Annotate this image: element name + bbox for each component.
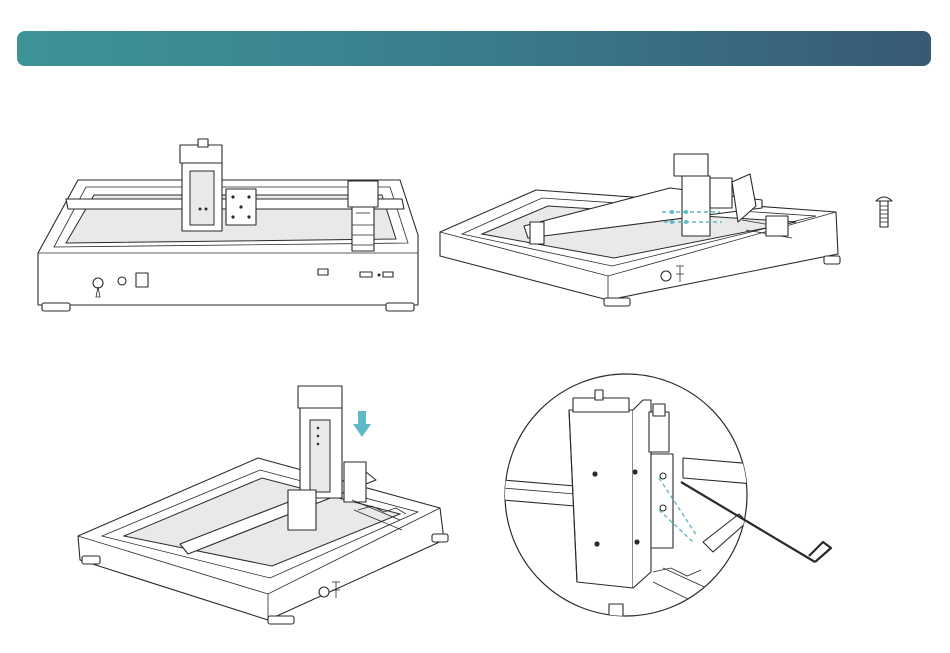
illustration-hex-key-closeup	[503, 372, 838, 622]
illustration-mount-alignment	[432, 150, 847, 320]
down-arrow-icon	[353, 411, 371, 437]
illustration-module-insert	[72, 380, 452, 635]
screw-icon	[874, 193, 894, 229]
illustration-machine-overview	[30, 135, 430, 320]
header-bar	[17, 31, 931, 66]
